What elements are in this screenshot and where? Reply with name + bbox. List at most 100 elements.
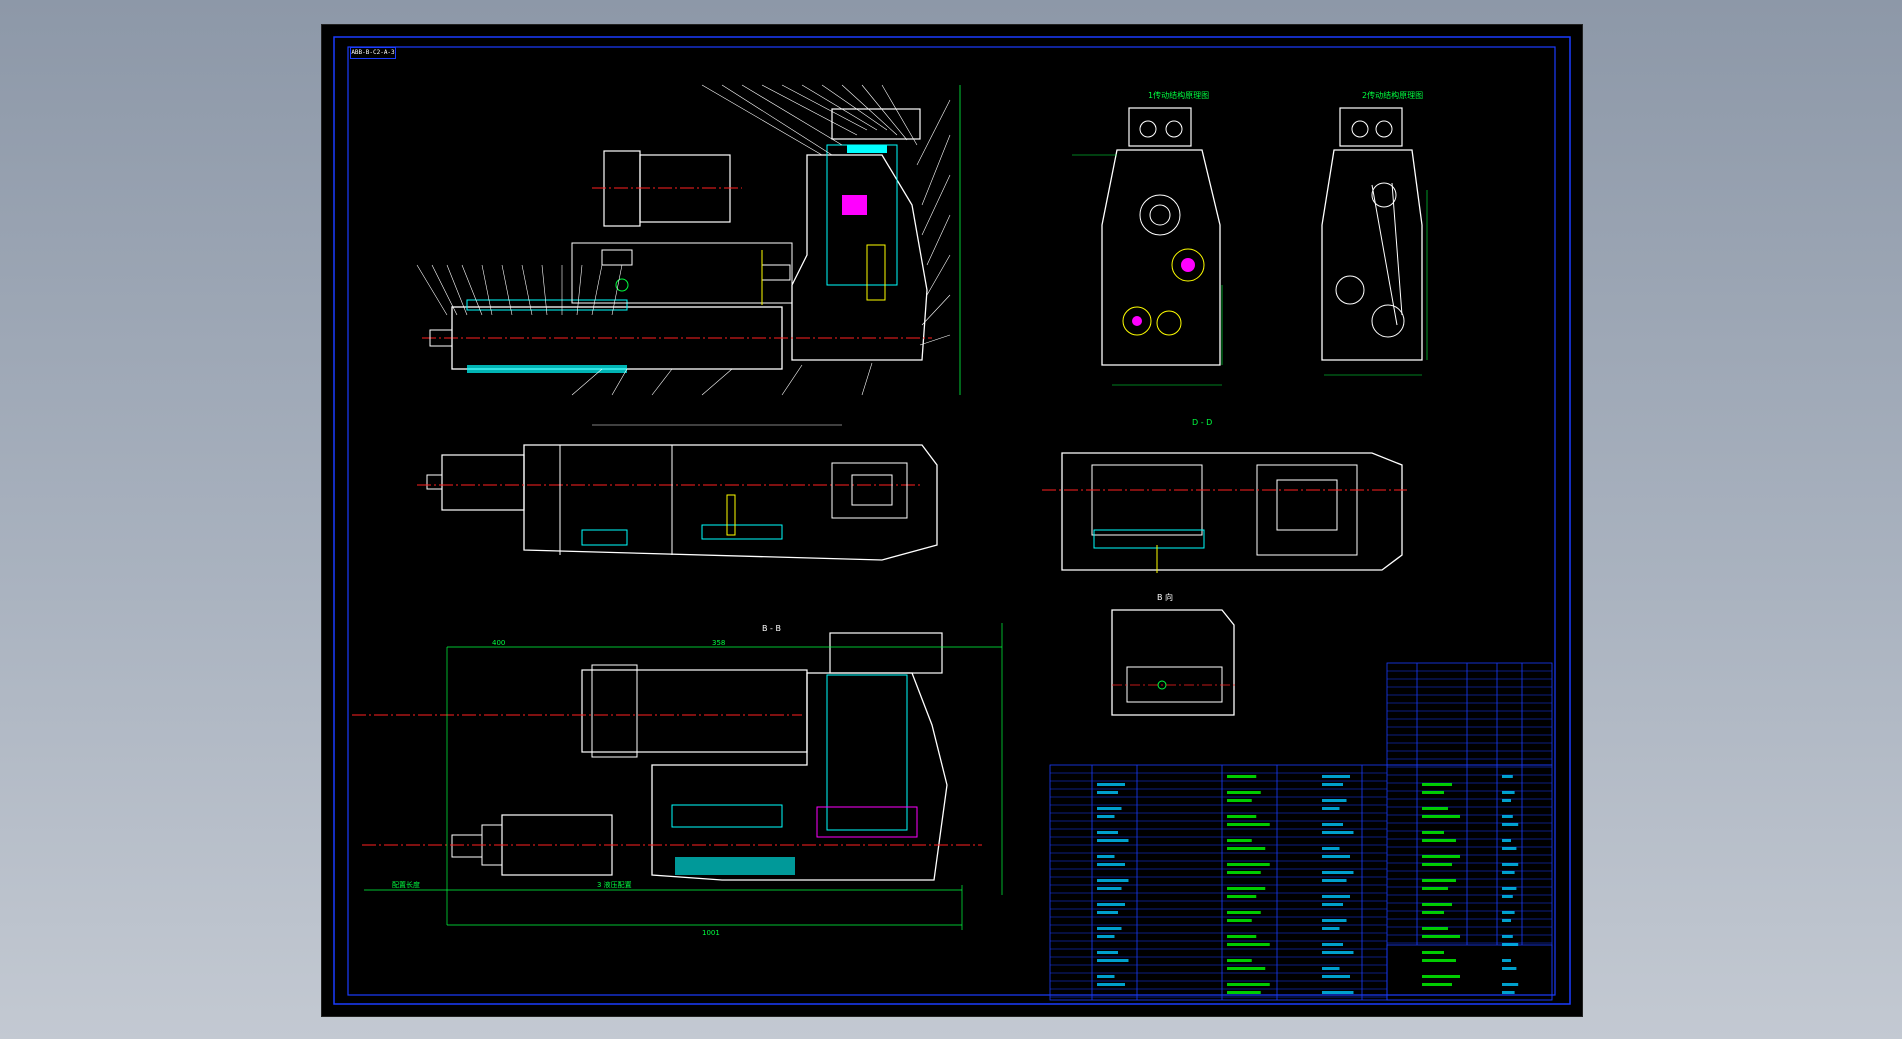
table-cell-mark [1322, 879, 1347, 882]
table-cell-mark [1097, 911, 1118, 914]
table-cell-mark [1422, 815, 1460, 818]
table-cell-mark [1227, 815, 1257, 818]
table-cell-mark [1422, 783, 1452, 786]
table-cell-mark [1422, 935, 1460, 938]
table-cell-mark [1227, 943, 1270, 946]
parts-list-marks [1097, 775, 1519, 994]
view-b-dir-label: B 向 [1157, 592, 1173, 602]
table-cell-mark [1502, 887, 1517, 890]
table-cell-mark [1502, 895, 1513, 898]
table-cell-mark [1422, 855, 1460, 858]
table-cell-mark [1322, 807, 1340, 810]
table-cell-mark [1502, 911, 1515, 914]
table-cell-mark [1097, 807, 1122, 810]
table-cell-mark [1422, 887, 1448, 890]
dim-bottom-left-label: 配置长度 [392, 880, 420, 889]
schematic-1: 1传动结构原理图 [1072, 90, 1223, 386]
table-cell-mark [1422, 791, 1444, 794]
dim-right-span: 358 [712, 639, 725, 647]
parts-list [1049, 662, 1553, 1001]
table-cell-mark [1227, 839, 1252, 842]
table-cell-mark [1502, 935, 1513, 938]
table-cell-mark [1422, 959, 1456, 962]
dim-bottom-mid-label: 3 液压配置 [597, 880, 632, 889]
table-cell-mark [1097, 879, 1129, 882]
table-cell-mark [1097, 815, 1115, 818]
top-main-section [416, 84, 961, 396]
table-cell-mark [1502, 967, 1517, 970]
drawing-number-tag: ABB-B-C2-A-3 [350, 47, 396, 59]
table-cell-mark [1097, 927, 1122, 930]
view-d-d-label: D - D [1192, 418, 1212, 427]
table-cell-mark [1422, 927, 1448, 930]
table-cell-mark [1322, 783, 1343, 786]
cad-drawing: 1传动结构原理图 2传动结构原理图 [333, 36, 1571, 1005]
view-b-b: B - B 1001 配置长度 [352, 623, 1003, 937]
table-cell-mark [1422, 831, 1444, 834]
table-cell-mark [1322, 951, 1354, 954]
table-cell-mark [1097, 855, 1115, 858]
table-cell-mark [1227, 895, 1257, 898]
table-cell-mark [1502, 815, 1513, 818]
table-cell-mark [1422, 863, 1452, 866]
table-cell-mark [1322, 903, 1343, 906]
schematic-2: 2传动结构原理图 [1321, 90, 1428, 376]
table-cell-mark [1227, 983, 1270, 986]
table-cell-mark [1502, 823, 1519, 826]
parts-list-rows [1050, 670, 1552, 998]
dim-left-span: 400 [492, 639, 505, 647]
table-cell-mark [1322, 975, 1350, 978]
table-cell-mark [1322, 919, 1347, 922]
table-cell-mark [1502, 839, 1511, 842]
table-cell-mark [1227, 775, 1257, 778]
table-cell-mark [1502, 863, 1519, 866]
table-cell-mark [1227, 991, 1261, 994]
table-cell-mark [1422, 879, 1456, 882]
table-cell-mark [1227, 871, 1261, 874]
table-cell-mark [1322, 943, 1343, 946]
table-cell-mark [1502, 847, 1517, 850]
table-cell-mark [1502, 983, 1519, 986]
table-cell-mark [1097, 863, 1125, 866]
table-cell-mark [1322, 775, 1350, 778]
table-cell-mark [1097, 831, 1118, 834]
table-cell-mark [1097, 959, 1129, 962]
schematic-2-title: 2传动结构原理图 [1362, 90, 1423, 100]
table-cell-mark [1502, 959, 1511, 962]
table-cell-mark [1322, 991, 1354, 994]
table-cell-mark [1097, 791, 1118, 794]
table-cell-mark [1322, 847, 1340, 850]
schematic-1-title: 1传动结构原理图 [1148, 90, 1209, 100]
table-cell-mark [1097, 975, 1115, 978]
table-cell-mark [1502, 799, 1511, 802]
table-cell-mark [1502, 943, 1519, 946]
table-cell-mark [1097, 887, 1122, 890]
table-cell-mark [1227, 911, 1261, 914]
table-cell-mark [1227, 967, 1266, 970]
table-cell-mark [1227, 887, 1266, 890]
table-cell-mark [1502, 919, 1511, 922]
table-cell-mark [1097, 783, 1125, 786]
table-cell-mark [1322, 967, 1340, 970]
table-cell-mark [1502, 871, 1515, 874]
table-cell-mark [1227, 863, 1270, 866]
table-cell-mark [1422, 951, 1444, 954]
table-cell-mark [1502, 791, 1515, 794]
table-cell-mark [1097, 839, 1129, 842]
frames [333, 36, 1571, 1005]
table-cell-mark [1322, 799, 1347, 802]
table-cell-mark [1227, 847, 1266, 850]
table-cell-mark [1227, 919, 1252, 922]
drawing-sheet: 1传动结构原理图 2传动结构原理图 [321, 24, 1583, 1017]
table-cell-mark [1097, 951, 1118, 954]
table-cell-mark [1322, 831, 1354, 834]
table-cell-mark [1322, 823, 1343, 826]
table-cell-mark [1422, 911, 1444, 914]
table-cell-mark [1422, 903, 1452, 906]
table-cell-mark [1422, 975, 1460, 978]
table-cell-mark [1227, 799, 1252, 802]
table-cell-mark [1227, 823, 1270, 826]
view-b-dir: B 向 [1111, 592, 1237, 716]
table-cell-mark [1322, 895, 1350, 898]
table-cell-mark [1097, 935, 1115, 938]
